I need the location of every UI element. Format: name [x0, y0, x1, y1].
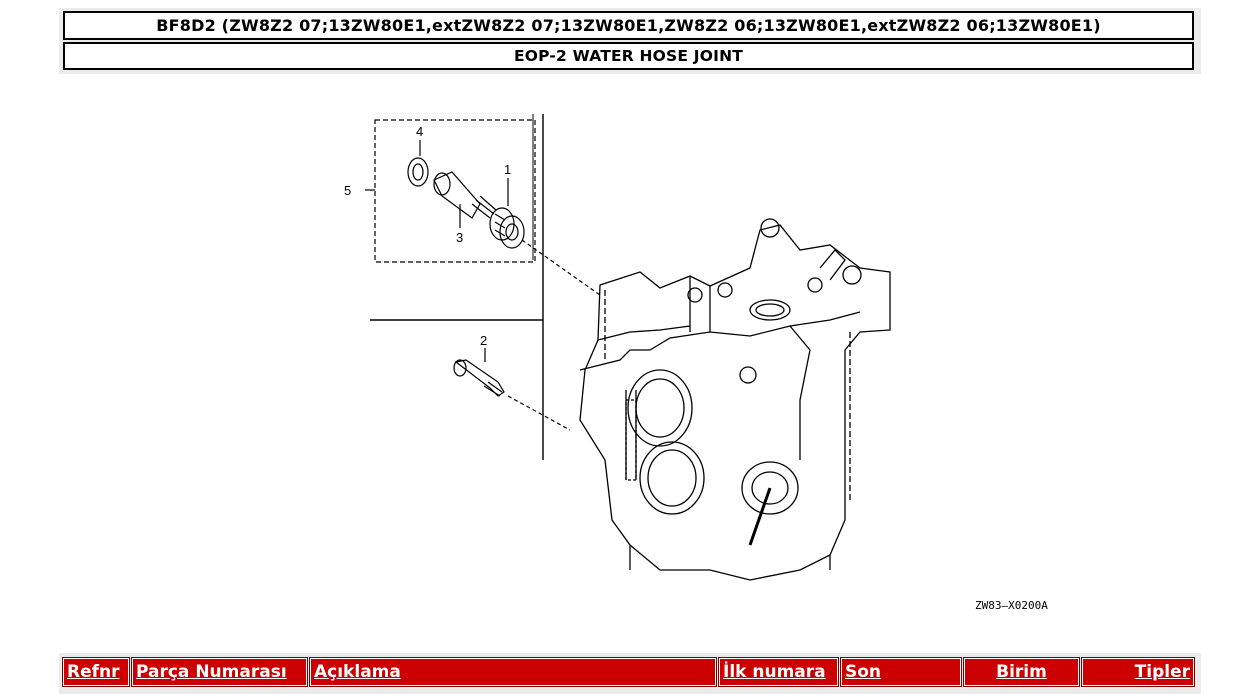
- callout-3: 3: [456, 230, 463, 245]
- callout-1: 1: [504, 162, 511, 177]
- column-header-first-number[interactable]: İlk numara: [718, 657, 839, 687]
- callout-5: 5: [344, 183, 351, 198]
- column-header-part-number[interactable]: Parça Numarası: [131, 657, 308, 687]
- part-3-joint: [433, 171, 497, 219]
- part-2-water-joint: [453, 359, 505, 397]
- column-header-types[interactable]: Tipler: [1081, 657, 1195, 687]
- section-title: EOP-2 WATER HOSE JOINT: [63, 42, 1194, 70]
- column-header-description[interactable]: Açıklama: [309, 657, 717, 687]
- callout-2: 2: [480, 333, 487, 348]
- parts-diagram: 4 1 3 5 2 ZW83—X0200A: [344, 114, 1048, 612]
- callout-4: 4: [416, 124, 423, 139]
- column-header-last[interactable]: Son: [840, 657, 962, 687]
- part-4-oring: [407, 157, 429, 187]
- model-title: BF8D2 (ZW8Z2 07;13ZW80E1,extZW8Z2 07;13Z…: [63, 11, 1194, 40]
- engine-block: [579, 218, 891, 581]
- column-header-unit[interactable]: Birim: [963, 657, 1080, 687]
- kit-box-outline: [374, 119, 536, 263]
- part-1-nut: [489, 207, 525, 249]
- drawing-code: ZW83—X0200A: [975, 599, 1048, 612]
- column-header-refnr[interactable]: Refnr: [62, 657, 130, 687]
